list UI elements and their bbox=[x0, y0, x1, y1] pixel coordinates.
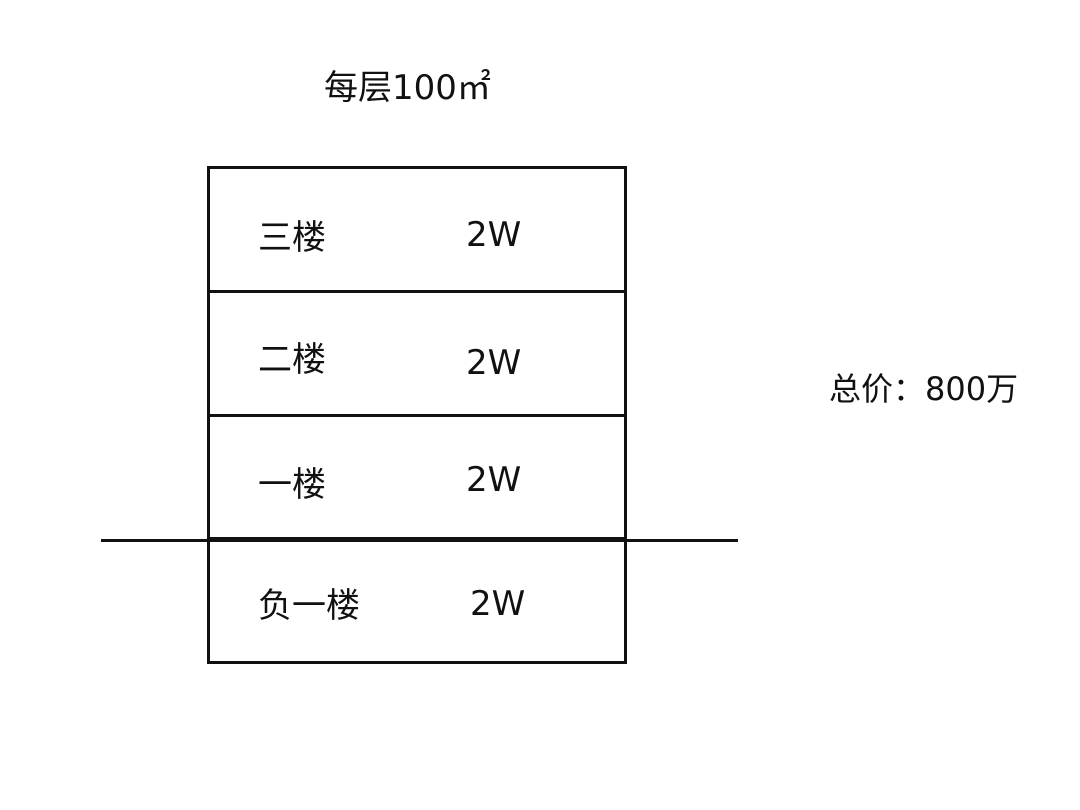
floor-basement: 负一楼 2W bbox=[210, 540, 624, 661]
total-price-label: 总价：800万 bbox=[829, 370, 1019, 408]
ground-line bbox=[101, 539, 738, 542]
floor-first: 一楼 2W bbox=[210, 417, 624, 541]
area-per-floor-label: 每层100㎡ bbox=[324, 68, 491, 108]
floor-price: 2W bbox=[466, 215, 522, 255]
floor-label: 负一楼 bbox=[258, 586, 360, 627]
floor-price: 2W bbox=[470, 584, 526, 625]
floor-third: 三楼 2W bbox=[210, 169, 624, 293]
floor-label: 三楼 bbox=[258, 218, 326, 258]
floor-second: 二楼 2W bbox=[210, 293, 624, 417]
floor-label: 一楼 bbox=[258, 464, 326, 505]
floor-price: 2W bbox=[466, 342, 522, 383]
building-diagram: 三楼 2W 二楼 2W 一楼 2W 负一楼 2W bbox=[207, 166, 627, 664]
floor-label: 二楼 bbox=[258, 339, 326, 380]
floor-price: 2W bbox=[466, 459, 522, 500]
